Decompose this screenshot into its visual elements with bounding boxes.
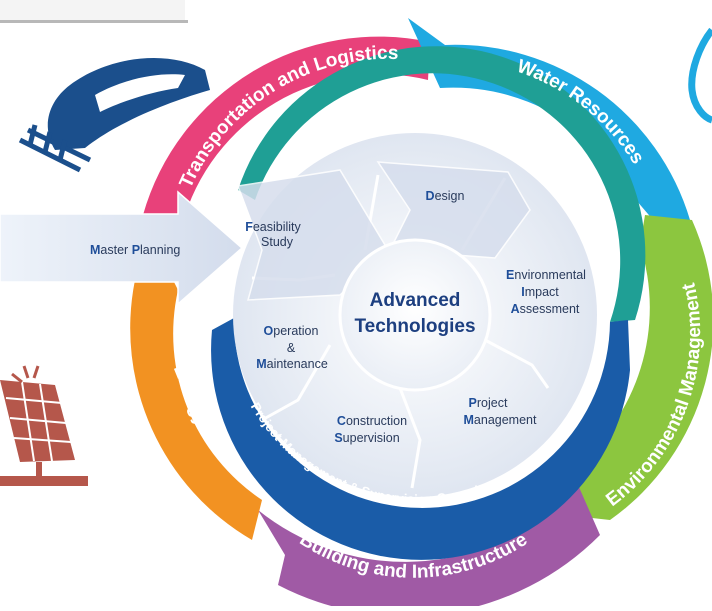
label-operation-line2: Maintenance: [256, 357, 328, 371]
label-feasibility: Feasibility: [245, 220, 301, 234]
label-design: Design: [426, 189, 465, 203]
label-project-mgmt-line2: Management: [464, 413, 537, 427]
train-icon: [18, 58, 211, 173]
frame-corner: [0, 0, 185, 22]
frame-corner-shadow: [0, 20, 188, 23]
ring-building: [258, 478, 600, 611]
ring-energy: [130, 250, 262, 540]
solar-panel-icon: [0, 365, 88, 486]
label-construction-line2: Supervision: [334, 431, 399, 445]
ring-pmcs: [211, 318, 631, 560]
label-eia-line1: Environmental: [506, 268, 586, 282]
feasibility-arrow: [236, 169, 389, 301]
label-construction-line1: Construction: [337, 414, 407, 428]
center-line1: Advanced: [370, 290, 461, 311]
center-circle: [338, 238, 492, 392]
label-project-mgmt-line1: Project: [469, 396, 508, 410]
label-feasibility-line2: Study: [261, 235, 294, 249]
center-line2: Technologies: [354, 316, 475, 337]
label-master-planning: Master Planning: [90, 243, 180, 257]
master-planning-arrow: [0, 190, 244, 306]
label-eia-line3: Assessment: [511, 302, 580, 316]
water-drop-icon: [688, 27, 712, 124]
label-operation-line1: Operation: [264, 324, 319, 338]
design-arrow: [376, 161, 531, 259]
label-operation-amp: &: [287, 341, 296, 355]
label-eia-line2: Impact: [521, 285, 559, 299]
